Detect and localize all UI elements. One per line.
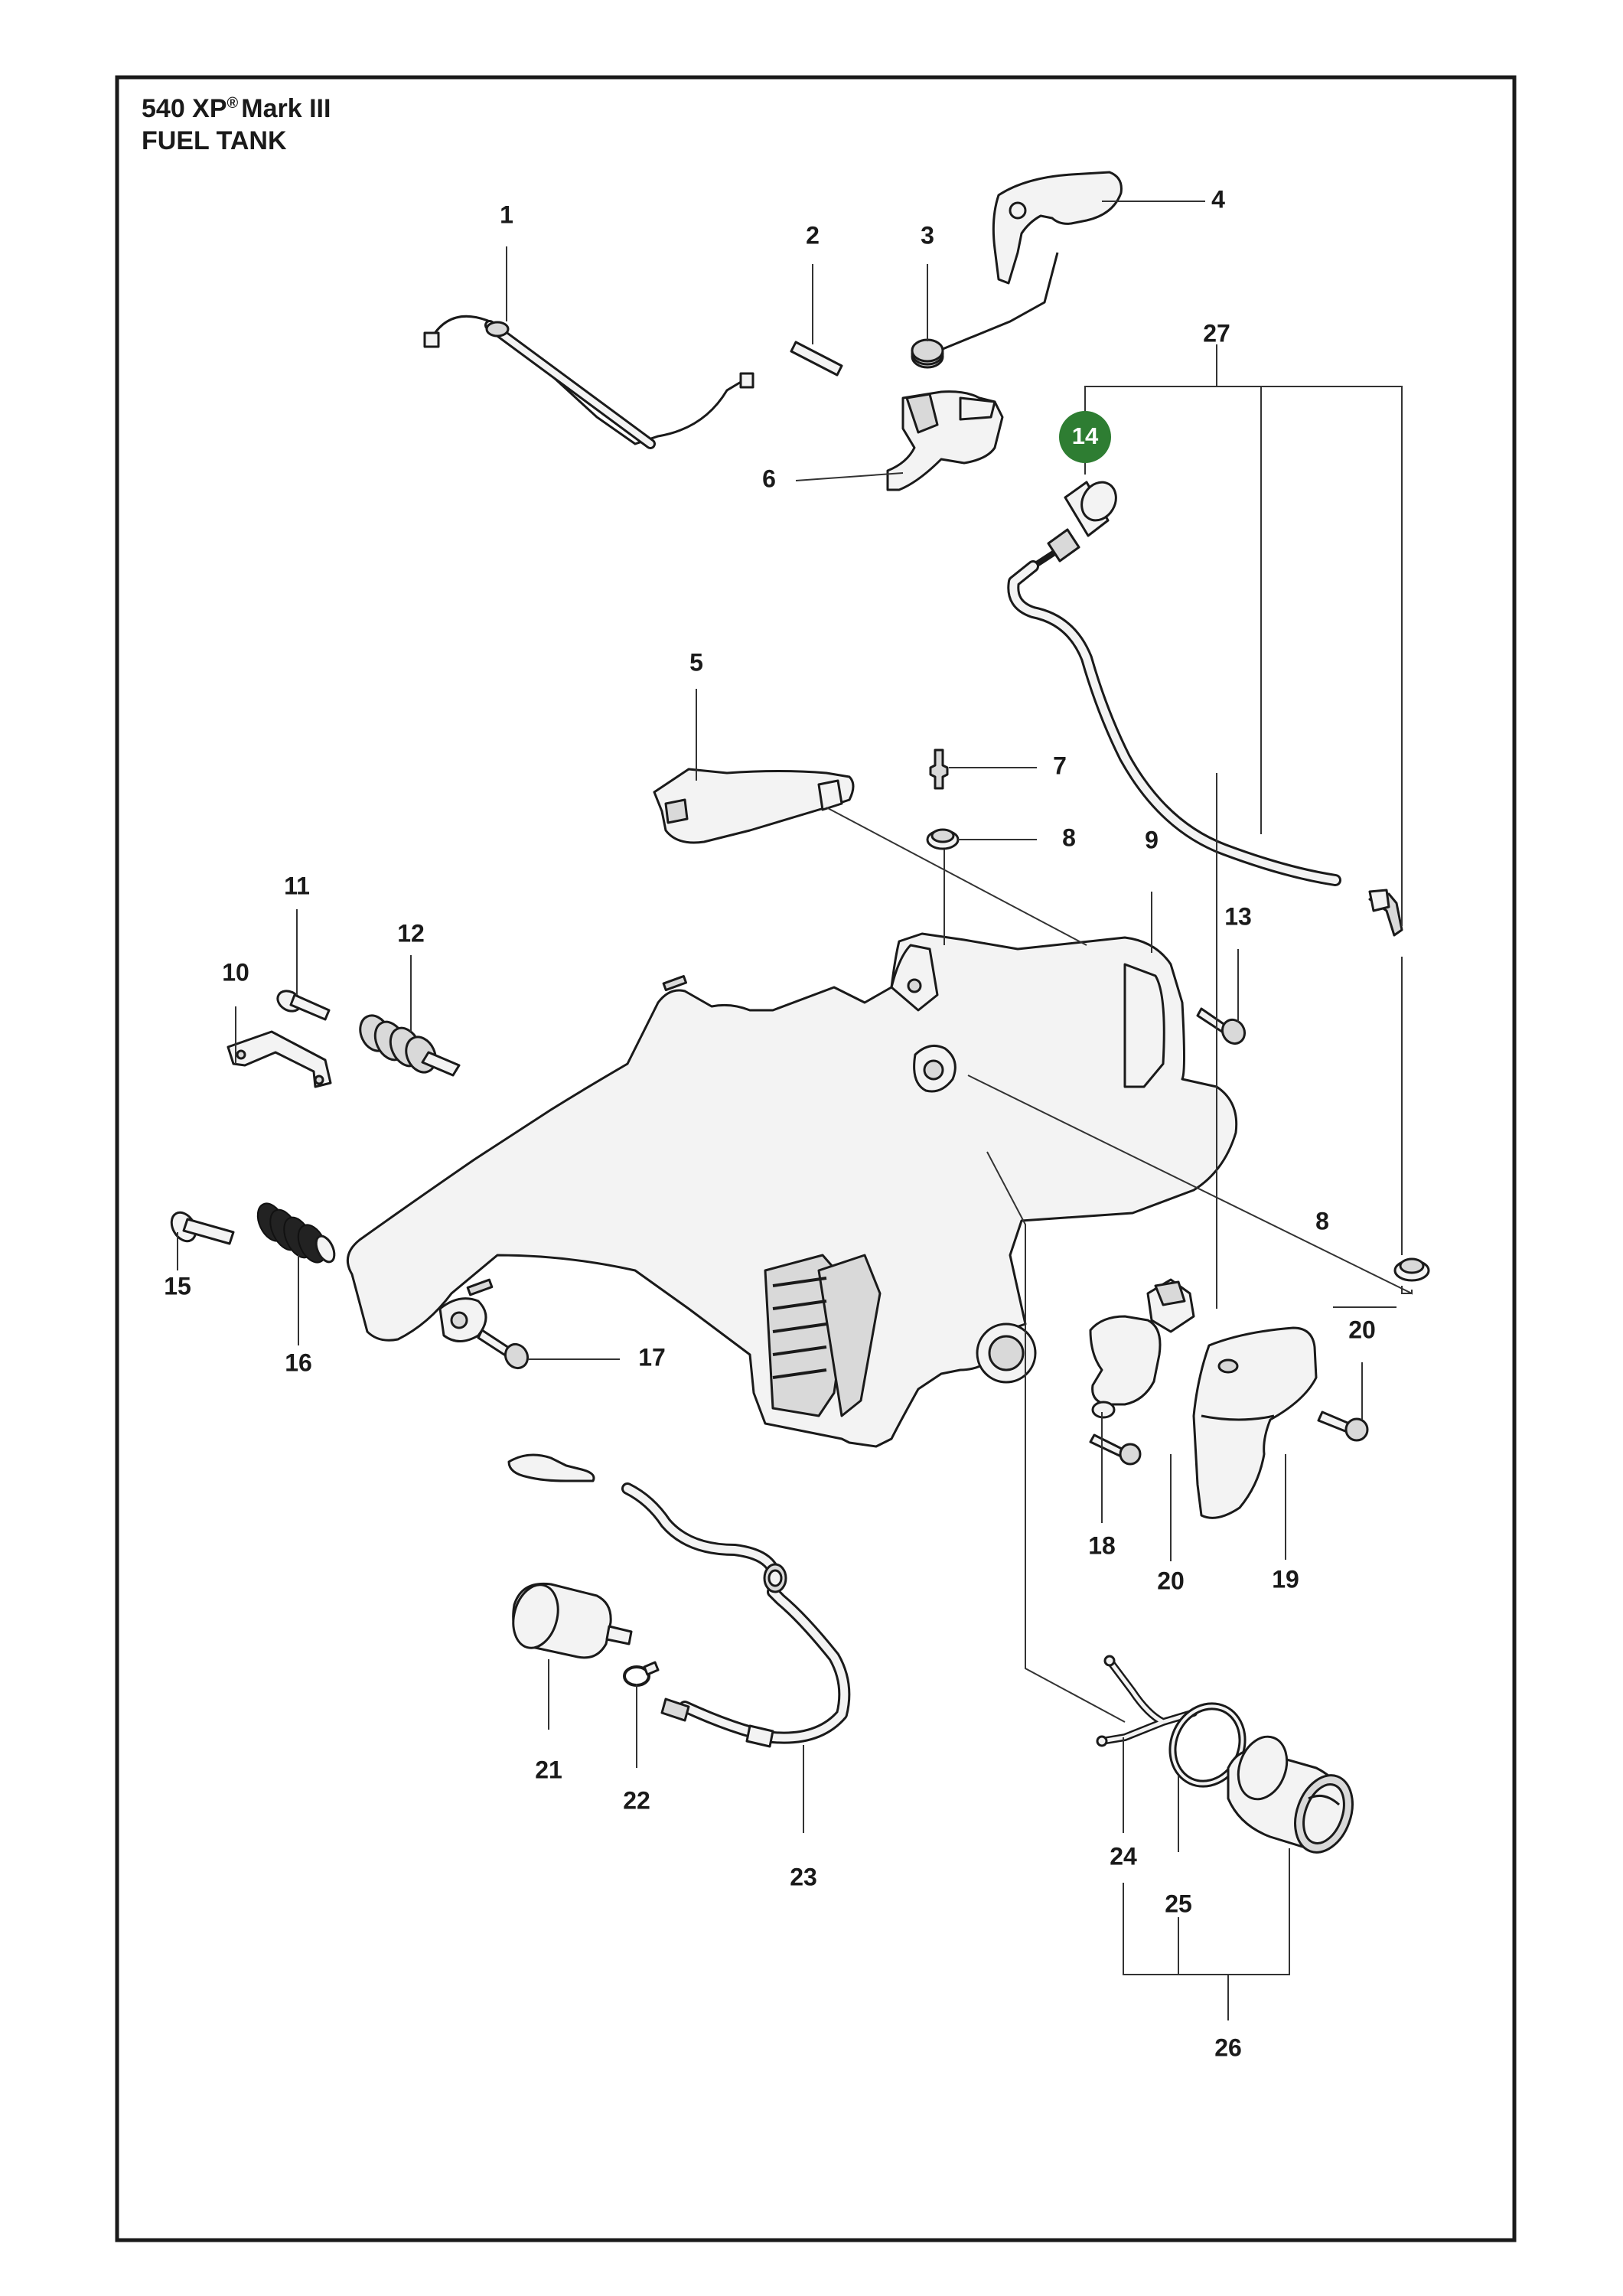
callout-17: 17	[638, 1343, 666, 1371]
part-21-fuel-filter	[512, 1582, 633, 1659]
callout-19: 19	[1272, 1565, 1299, 1593]
part-6-lockout	[886, 390, 1004, 491]
callout-9: 9	[1145, 826, 1159, 853]
callout-5: 5	[689, 648, 703, 676]
callout-14: 14	[1072, 422, 1099, 449]
part-11-screw	[276, 990, 331, 1021]
part-20-screw-b	[1089, 1433, 1142, 1466]
callout-7: 7	[1053, 752, 1067, 779]
callout-13: 13	[1224, 902, 1252, 930]
callout-3: 3	[921, 221, 934, 249]
callout-24: 24	[1110, 1842, 1137, 1870]
part-10-bracket	[227, 1030, 332, 1088]
callout-23: 23	[790, 1863, 817, 1890]
callout-1: 1	[500, 201, 513, 228]
callout-2: 2	[806, 221, 820, 249]
part-14-fuel-filter	[1035, 481, 1117, 567]
part-8-grommet-b	[1393, 1257, 1430, 1282]
callout-27: 27	[1203, 319, 1230, 347]
title-model: 540 XP	[142, 94, 227, 123]
part-12-av-spring	[359, 1014, 461, 1077]
callout-21: 21	[535, 1756, 562, 1783]
part-5-bracket	[653, 768, 855, 844]
part-20-screw-a	[1317, 1411, 1369, 1442]
callout-12: 12	[397, 919, 425, 947]
callout-16: 16	[285, 1349, 312, 1376]
callout-26: 26	[1214, 2033, 1242, 2061]
callout-11: 11	[284, 872, 310, 899]
part-8-grommet-a	[926, 828, 960, 850]
callout-10: 10	[222, 958, 249, 986]
callout-4: 4	[1211, 185, 1225, 213]
page-subtitle: FUEL TANK	[142, 126, 287, 155]
callout-22: 22	[623, 1786, 650, 1814]
part-9-fuel-tank	[346, 932, 1238, 1448]
callout-20-right: 20	[1348, 1316, 1376, 1343]
page-title: 540 XP®Mark III	[142, 94, 331, 123]
part-1-wire	[423, 315, 754, 449]
leader-lines	[177, 201, 1413, 2020]
part-4-trigger	[992, 171, 1123, 285]
callout-6: 6	[762, 465, 776, 492]
part-13-screw	[1196, 1007, 1247, 1045]
callout-18: 18	[1088, 1531, 1116, 1559]
part-26-fuel-cap	[1227, 1735, 1354, 1854]
part-19-cover	[1192, 1326, 1318, 1519]
callout-25: 25	[1165, 1890, 1192, 1917]
title-variant: Mark III	[241, 94, 331, 123]
callout-15: 15	[164, 1272, 191, 1300]
part-7-nipple	[929, 748, 949, 790]
callout-20-left: 20	[1157, 1567, 1185, 1594]
part-22-clamp	[623, 1661, 660, 1687]
part-16-av-spring	[256, 1202, 336, 1264]
part-15-screw	[170, 1211, 235, 1245]
callout-8-bottom: 8	[1315, 1207, 1329, 1234]
part-23-suction-hose	[507, 1453, 851, 1748]
diagram-frame	[115, 75, 1517, 2242]
part-27-fuel-hose	[1007, 560, 1403, 937]
part-3-spring	[911, 252, 1059, 369]
part-2-pin	[790, 341, 843, 377]
callout-8-top: 8	[1062, 823, 1076, 851]
callout-14-badge	[1059, 411, 1111, 463]
registered-mark: ®	[227, 95, 239, 112]
callout-labels: 1 2 3 4 6 27 14 5 7 8 9 13 8 11 12 10 15…	[164, 185, 1376, 2061]
part-18-valve	[1089, 1278, 1195, 1419]
part-17-screw	[477, 1329, 530, 1370]
